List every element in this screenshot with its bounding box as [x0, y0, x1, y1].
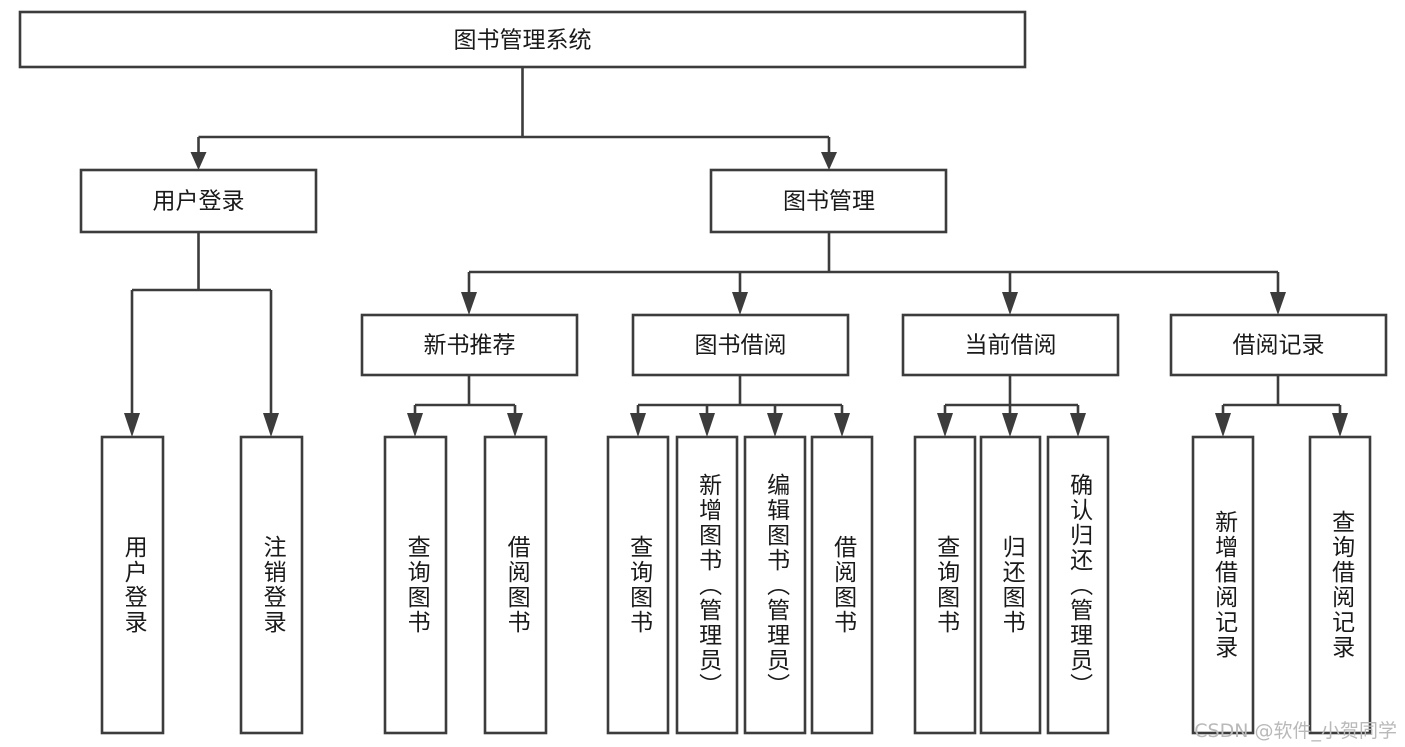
leaf-box-add-record[interactable]: [1191, 435, 1255, 735]
leaf-box-query-book-b[interactable]: [606, 435, 670, 735]
connectors-book-manage-to-level3: [461, 232, 1286, 315]
node-book-manage-label: 图书管理: [783, 189, 875, 215]
node-root-label: 图书管理系统: [454, 28, 592, 54]
node-current-borrow-label: 当前借阅: [965, 333, 1057, 359]
connectors-book-borrow-to-leaves: [630, 375, 850, 437]
leaf-boxes-book-borrow: [606, 435, 874, 735]
leaf-box-add-book[interactable]: [675, 435, 739, 735]
node-book-borrow-label: 图书借阅: [695, 333, 787, 359]
node-current-borrow-box[interactable]: [901, 313, 1120, 377]
leaf-box-query-book-c[interactable]: [913, 435, 977, 735]
node-root[interactable]: 图书管理系统: [18, 10, 1027, 69]
node-current-borrow[interactable]: 当前借阅: [901, 313, 1120, 377]
arrowhead-leaf-borrow-book-b: [834, 413, 850, 437]
leaf-boxes-user-login: [100, 435, 304, 735]
arrowhead-leaf-query-book-c: [937, 413, 953, 437]
leaf-box-borrow-book-a[interactable]: [483, 435, 548, 735]
node-book-borrow[interactable]: 图书借阅: [631, 313, 850, 377]
arrowhead-leaf-logout: [263, 413, 279, 437]
arrowhead-leaf-user-login: [124, 413, 140, 437]
node-new-book-recommend[interactable]: 新书推荐: [360, 313, 579, 377]
node-borrow-record-label: 借阅记录: [1233, 333, 1325, 359]
leaf-boxes-borrow-record: [1191, 435, 1372, 735]
watermark-text: CSDN @软件_小贺同学: [1194, 720, 1397, 742]
leaf-box-confirm-return[interactable]: [1046, 435, 1110, 735]
node-user-login-box[interactable]: [79, 168, 318, 234]
leaf-box-query-book-a[interactable]: [383, 435, 448, 735]
node-root-box[interactable]: [18, 10, 1027, 69]
connectors-user-login-to-leaves: [124, 232, 279, 437]
arrowhead-borrow-record: [1270, 292, 1286, 315]
leaf-box-borrow-book-b[interactable]: [810, 435, 874, 735]
arrowhead-user-login: [190, 152, 207, 170]
node-new-book-recommend-label: 新书推荐: [424, 333, 516, 359]
leaf-box-logout[interactable]: [239, 435, 304, 735]
connectors-new-book-to-leaves: [407, 375, 523, 437]
arrowhead-leaf-borrow-book-a: [507, 413, 523, 437]
node-book-manage-box[interactable]: [709, 168, 948, 234]
arrowhead-new-book-recommend: [461, 292, 477, 315]
node-user-login[interactable]: 用户登录: [79, 168, 318, 234]
node-book-borrow-box[interactable]: [631, 313, 850, 377]
arrowhead-book-borrow: [732, 292, 748, 315]
arrowhead-leaf-edit-book: [767, 413, 783, 437]
node-user-login-label: 用户登录: [153, 189, 245, 215]
node-book-manage[interactable]: 图书管理: [709, 168, 948, 234]
arrowhead-leaf-query-book-a: [407, 413, 423, 437]
arrowhead-leaf-confirm-return: [1070, 413, 1086, 437]
leaf-box-query-record[interactable]: [1308, 435, 1372, 735]
arrowhead-leaf-query-record: [1332, 413, 1348, 437]
leaf-box-user-login[interactable]: [100, 435, 165, 735]
arrowhead-leaf-add-book: [699, 413, 715, 437]
arrowhead-book-manage: [821, 152, 837, 170]
node-new-book-recommend-box[interactable]: [360, 313, 579, 377]
arrowhead-leaf-query-book-b: [630, 413, 646, 437]
arrowhead-current-borrow: [1002, 292, 1018, 315]
leaf-box-edit-book[interactable]: [743, 435, 807, 735]
leaf-boxes-current-borrow: [913, 435, 1110, 735]
connectors-root-to-level2: [190, 67, 837, 170]
arrowhead-leaf-add-record: [1215, 413, 1231, 437]
connectors-borrow-record-to-leaves: [1215, 375, 1348, 437]
leaf-boxes-new-book-recommend: [383, 435, 548, 735]
arrowhead-leaf-return-book: [1002, 413, 1018, 437]
node-borrow-record-box[interactable]: [1169, 313, 1388, 377]
connectors-current-borrow-to-leaves: [937, 375, 1086, 437]
leaf-box-return-book[interactable]: [979, 435, 1042, 735]
node-borrow-record[interactable]: 借阅记录: [1169, 313, 1388, 377]
